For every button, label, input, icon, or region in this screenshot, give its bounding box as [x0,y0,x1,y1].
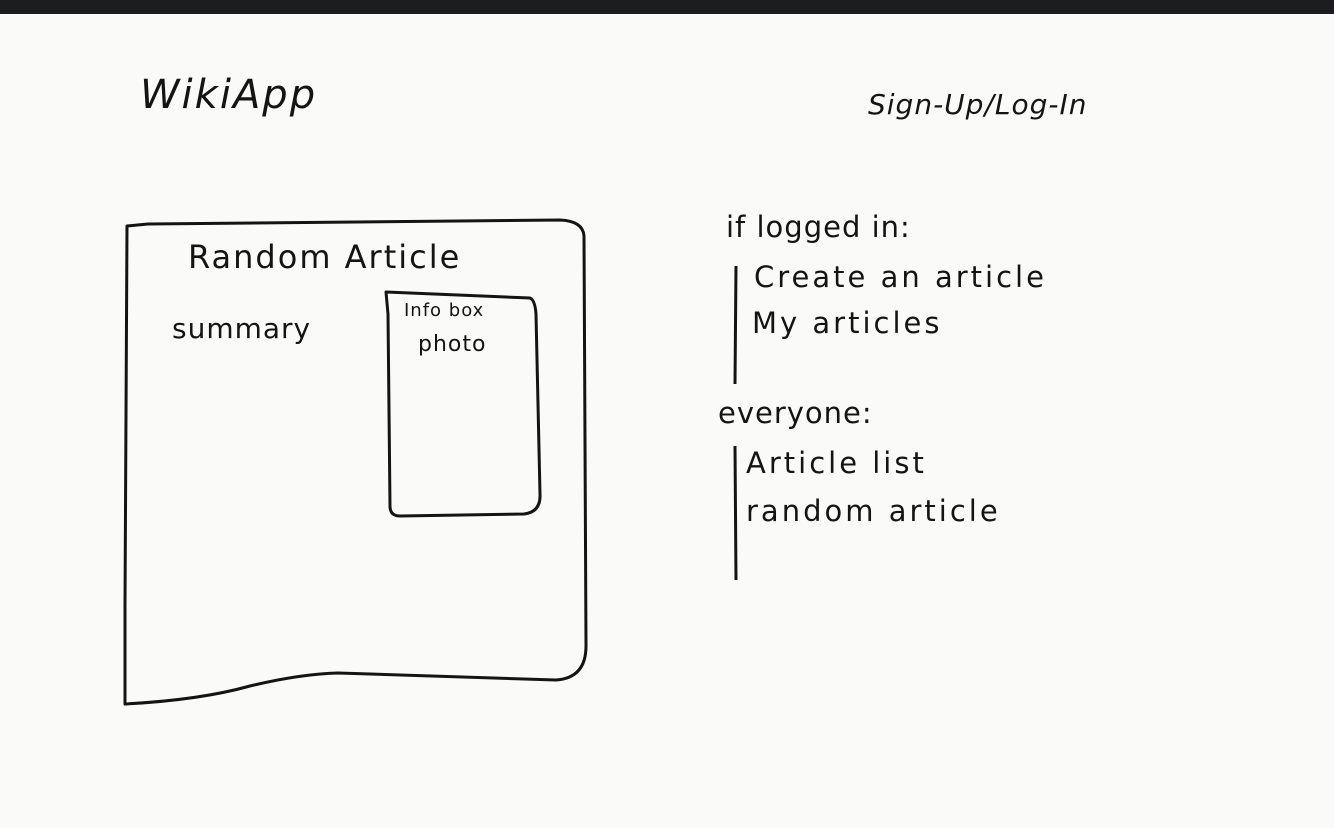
my-articles-link[interactable]: My articles [752,306,943,340]
infobox-panel [384,290,542,518]
app-title: WikiApp [140,72,318,118]
sketch-lines [123,218,738,706]
infobox-photo: photo [418,332,487,357]
random-article-link[interactable]: random article [746,494,1001,528]
everyone-heading: everyone: [718,396,873,430]
article-summary: summary [172,312,312,345]
infobox-label: Info box [404,300,485,321]
signup-login-link[interactable]: Sign-Up/Log-In [868,88,1088,121]
paper-sketch: WikiApp Sign-Up/Log-In Random Article su… [0,14,1334,828]
logged-in-heading: if logged in: [726,210,911,244]
create-article-link[interactable]: Create an article [754,260,1047,294]
everyone-bracket [733,445,738,581]
logged-in-bracket [733,265,738,385]
article-list-link[interactable]: Article list [746,446,927,480]
article-title: Random Article [188,238,462,276]
article-panel [123,218,588,706]
